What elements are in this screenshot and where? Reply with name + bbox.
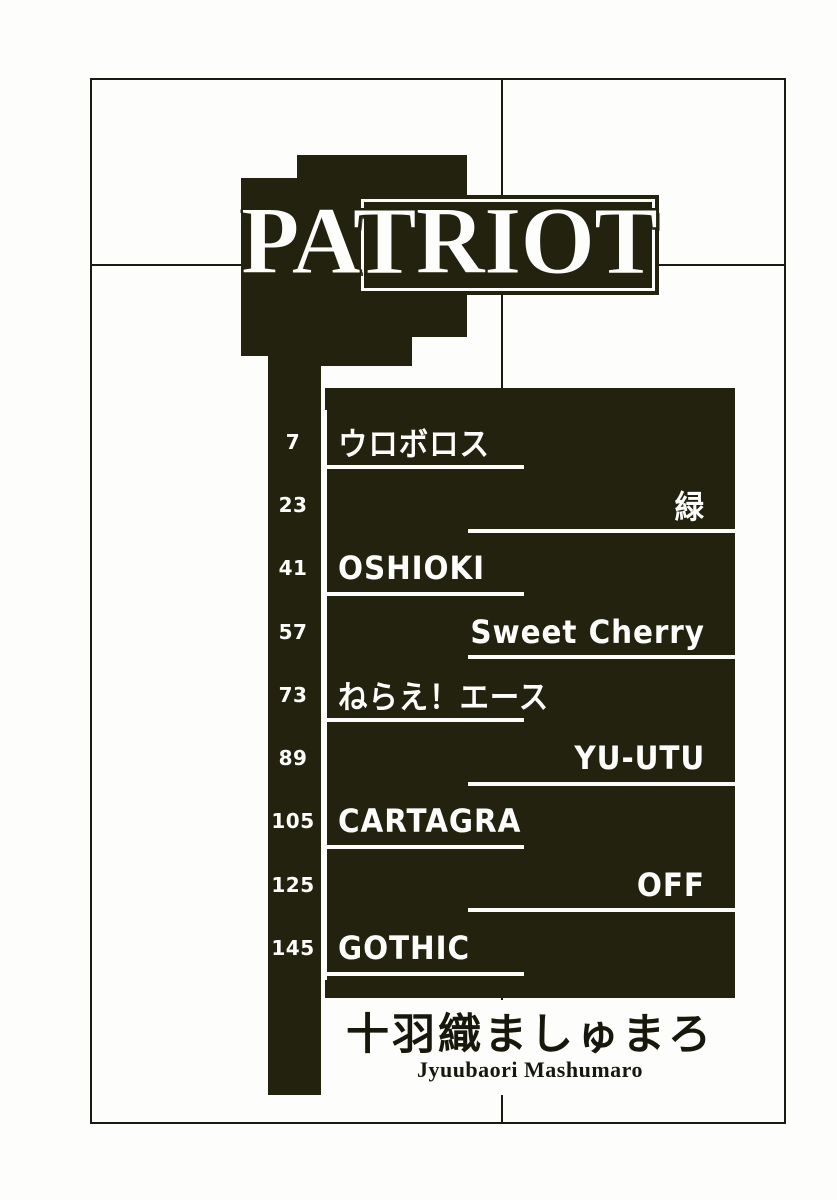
frame-line-bottom [90,1122,786,1124]
toc-column-divider [324,473,327,537]
toc-underline [468,655,735,660]
toc-underline [324,971,524,976]
toc-row[interactable]: 7 ウロボロス [268,410,735,474]
page-title: PATRIOT [240,187,658,294]
toc-row[interactable]: 73 ねらえ！エース [268,663,735,727]
toc-entry-title: OSHIOKI [338,549,486,588]
toc-column-divider [324,536,327,600]
toc-page-number: 7 [285,429,301,454]
toc-entry-title: YU-UTU [574,739,705,778]
toc-row[interactable]: 57 Sweet Cherry [268,599,735,664]
table-of-contents: 7 ウロボロス 23 緑 41 OSHIOKI 57 Sweet Cherry … [268,410,735,980]
frame-line-top [90,78,786,80]
toc-entry-title: 緑 [674,487,705,526]
toc-entry-title: ねらえ！エース [338,677,550,716]
toc-entry-title: GOTHIC [338,929,470,968]
author-name-japanese: 十羽織ましゅまろ [346,1010,714,1060]
toc-entry-title: CARTAGRA [338,802,522,841]
toc-underline [468,908,735,913]
toc-underline [468,781,735,786]
title-outline-box [361,199,655,291]
toc-page-number: 105 [271,809,315,834]
contents-panel [325,388,735,998]
spine-bar [268,302,321,1095]
toc-page-number: 73 [278,682,308,707]
toc-entry-title: Sweet Cherry [470,612,705,651]
toc-page-number: 41 [278,556,308,581]
author-signature: 十羽織ましゅまろ Jyuubaori Mashumaro [325,1000,735,1095]
toc-page-number: 57 [278,619,308,644]
toc-row[interactable]: 41 OSHIOKI [268,536,735,600]
toc-underline [324,718,524,723]
toc-underline [324,845,524,850]
frame-line-left [90,78,92,1124]
toc-entry-title: ウロボロス [338,424,490,463]
toc-column-divider [324,663,327,727]
author-name-romaji: Jyuubaori Mashumaro [416,1057,644,1082]
frame-line-right [784,78,786,1124]
toc-page-number: 23 [278,492,308,517]
toc-underline [324,465,524,470]
title-block-band [357,195,659,295]
toc-page-number: 145 [271,936,315,961]
toc-column-divider [324,916,327,980]
toc-column-divider [324,789,327,854]
toc-entry-title: OFF [636,865,705,904]
toc-column-divider [324,726,327,790]
toc-underline [324,591,524,596]
toc-page-number: 125 [271,872,315,897]
toc-row[interactable]: 89 YU-UTU [268,726,735,790]
toc-row[interactable]: 105 CARTAGRA [268,789,735,854]
toc-row[interactable]: 23 緑 [268,473,735,537]
toc-row[interactable]: 145 GOTHIC [268,916,735,980]
toc-page-number: 89 [278,746,308,771]
toc-row[interactable]: 125 OFF [268,853,735,917]
toc-column-divider [324,410,327,474]
toc-underline [468,528,735,533]
toc-column-divider [324,853,327,917]
toc-column-divider [324,599,327,664]
